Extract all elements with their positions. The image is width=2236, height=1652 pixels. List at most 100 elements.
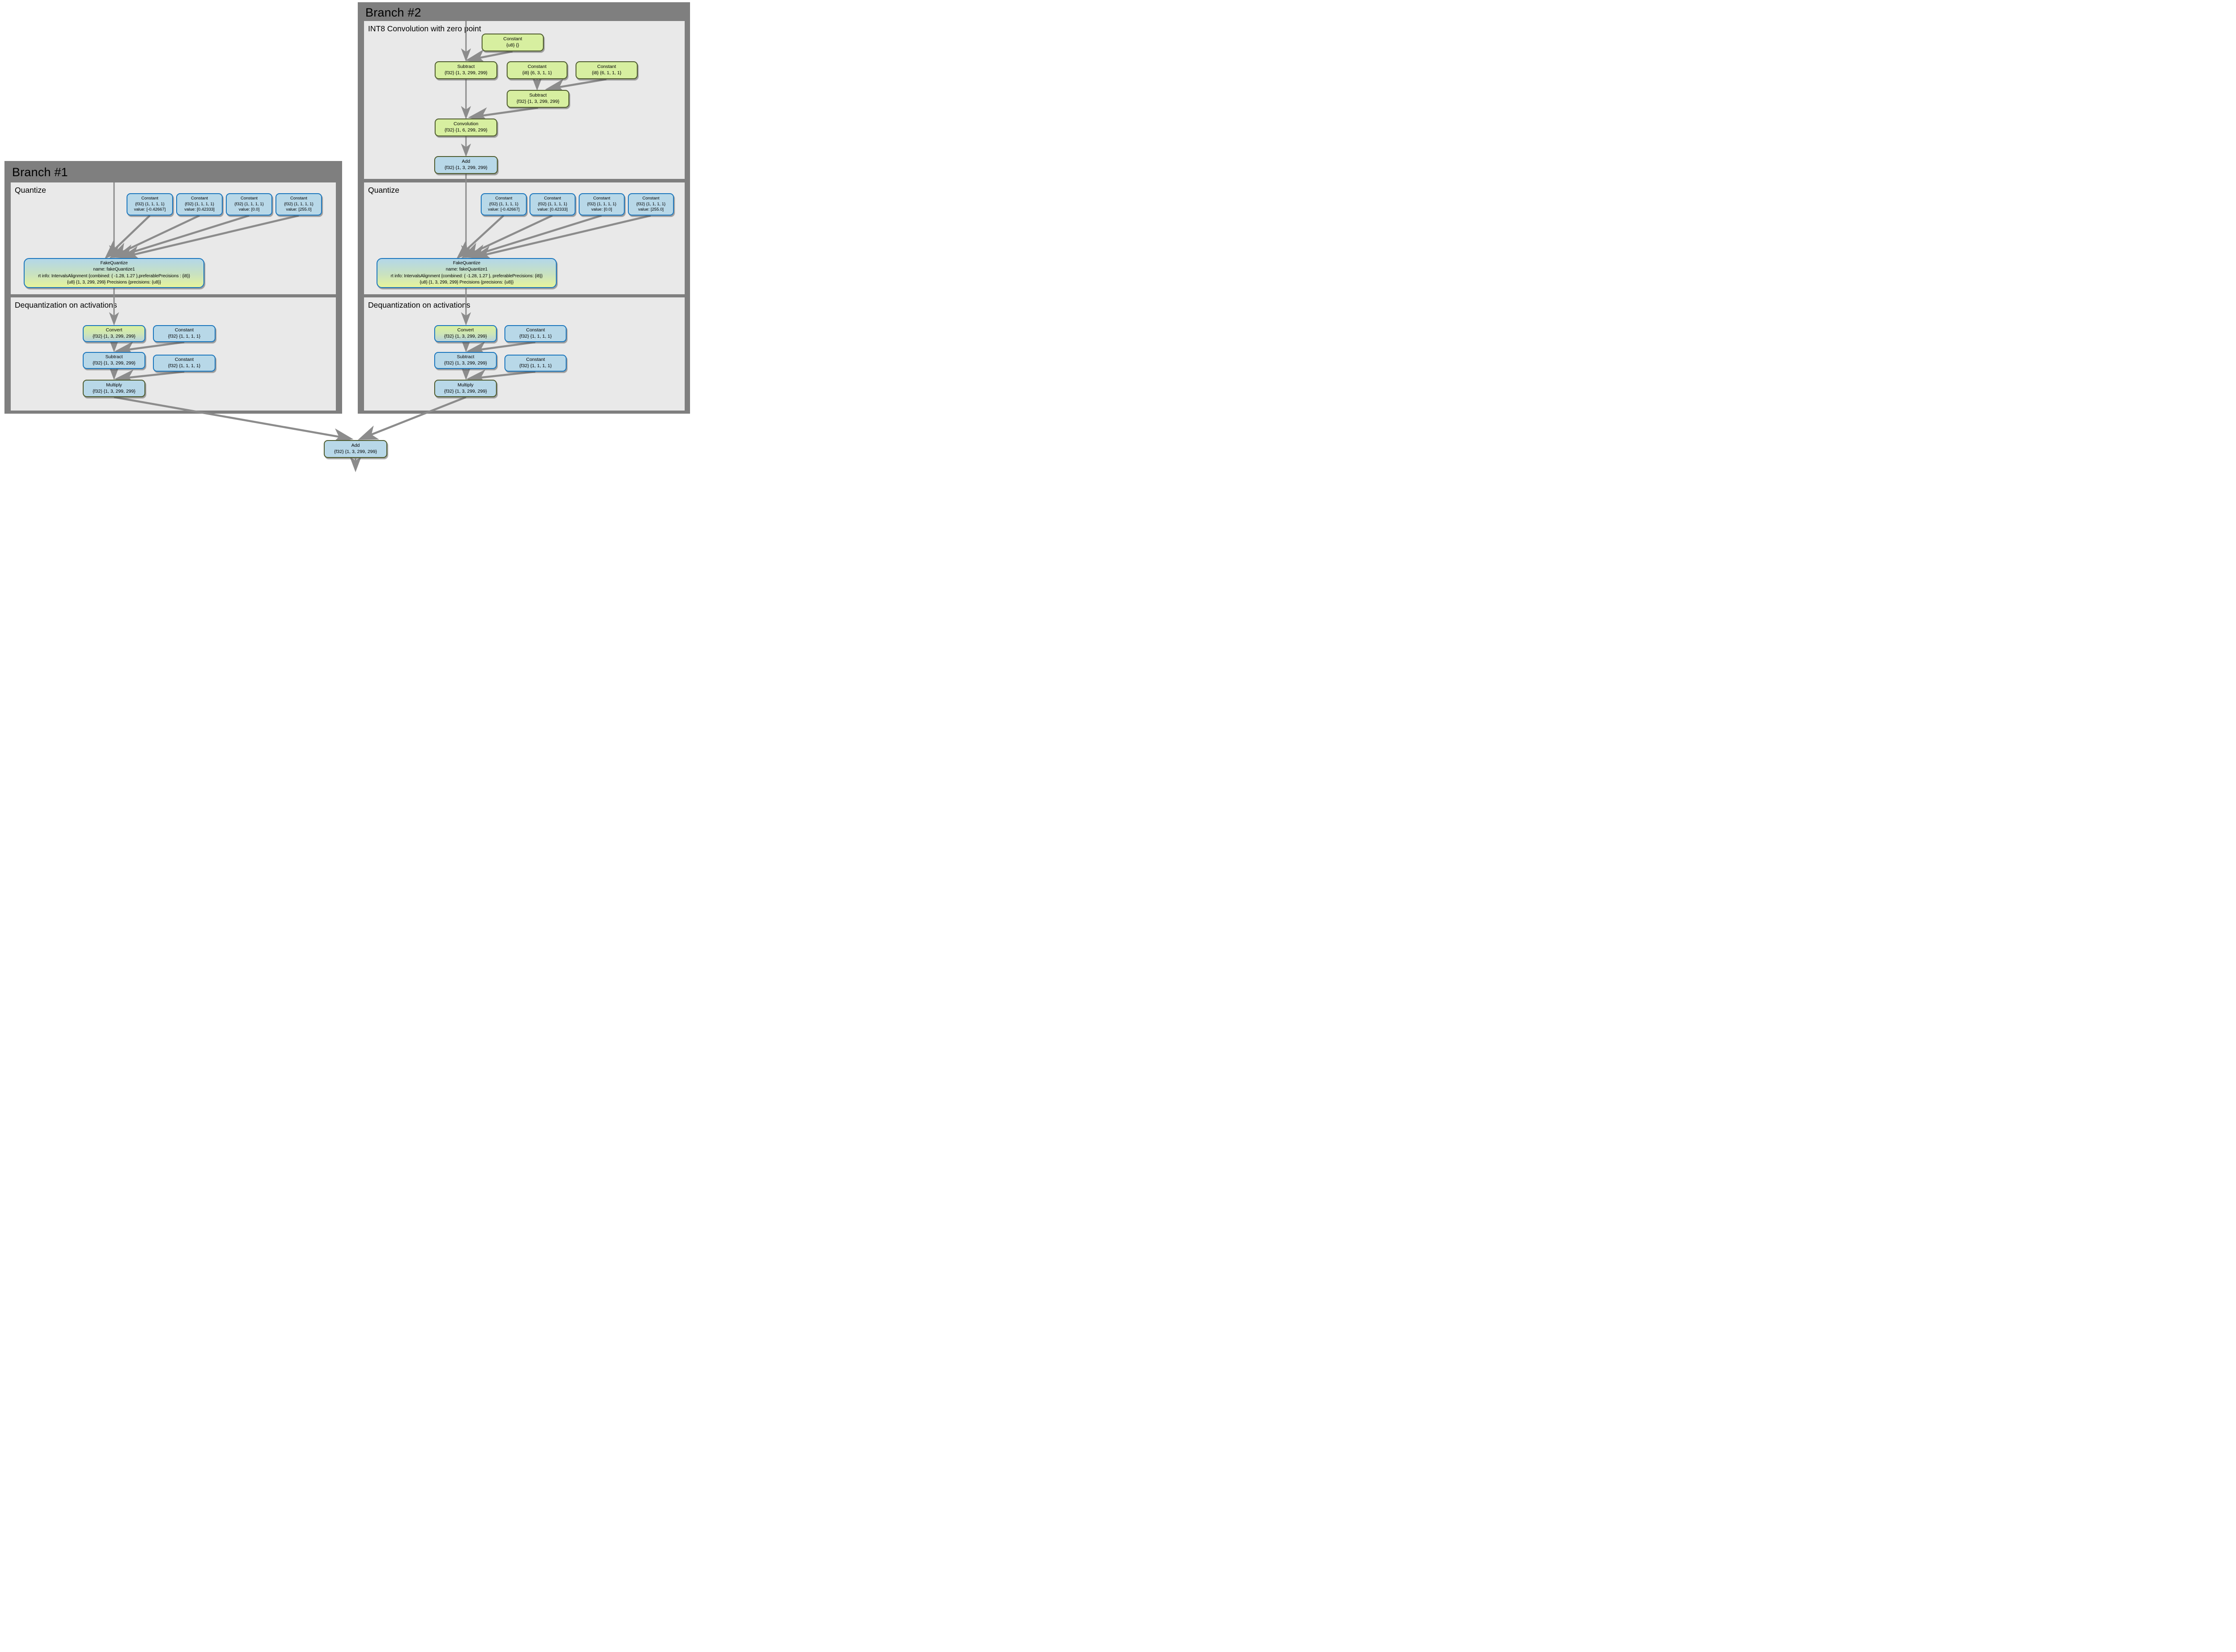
graph-edge: [545, 78, 607, 94]
b1-quantize-label: Quantize: [15, 186, 47, 195]
node-b1-multiply-line-0: Multiply: [106, 382, 122, 388]
node-b2-qconst-3-line-0: Constant: [593, 195, 610, 201]
node-b2-dq-const-2-line-1: {f32} {1, 1, 1, 1}: [519, 363, 552, 369]
node-b1-qconst-2-line-2: value: [0.42333]: [184, 207, 215, 212]
node-b2-dq-const-1: Constant{f32} {1, 1, 1, 1}: [504, 325, 567, 342]
node-b1-multiply-line-1: {f32} {1, 3, 299, 299}: [93, 388, 136, 394]
node-b2-dq-const-1-line-0: Constant: [526, 327, 545, 333]
graph-edge: [468, 106, 538, 123]
node-b1-dq-const-2: Constant{f32} {1, 1, 1, 1}: [153, 355, 216, 372]
node-b1-qconst-4-line-0: Constant: [290, 195, 308, 201]
node-b2-add-line-1: {f32} {1, 3, 299, 299}: [445, 165, 487, 170]
node-b2-add: Add{f32} {1, 3, 299, 299}: [434, 156, 498, 174]
node-b2-const-u8-line-0: Constant: [503, 36, 522, 42]
node-b2-dq-subtract-line-1: {f32} {1, 3, 299, 299}: [444, 360, 487, 366]
graph-edge: [461, 214, 553, 258]
node-b2-const-i8-6111-line-1: {i8} {6, 1, 1, 1}: [592, 70, 622, 76]
node-b1-multiply: Multiply{f32} {1, 3, 299, 299}: [83, 380, 145, 397]
node-b2-const-i8-6111-line-0: Constant: [597, 64, 616, 70]
b1-dequant-section: Dequantization on activations: [11, 297, 336, 411]
node-b1-fakequantize-line-3: {u8} {1, 3, 299, 299} Precisions {precis…: [67, 280, 161, 285]
node-b2-convert: Convert{f32} {1, 3, 299, 299}: [434, 325, 497, 342]
node-b2-subtract-2-line-0: Subtract: [529, 93, 547, 98]
node-b1-dq-subtract: Subtract{f32} {1, 3, 299, 299}: [83, 352, 145, 369]
b2-int8-label: INT8 Convolution with zero point: [368, 24, 481, 33]
node-b2-qconst-2: Constant{f32} {1, 1, 1, 1}value: [0.4233…: [529, 193, 576, 216]
node-b1-qconst-2-line-0: Constant: [191, 195, 208, 201]
graph-edge: [104, 215, 151, 259]
node-b2-fakequantize-line-1: name: fakeQuantize1: [445, 267, 488, 272]
node-b1-fakequantize-line-2: rt info: IntervalsAlignment {combined: {…: [38, 273, 190, 279]
node-b2-qconst-2-line-0: Constant: [544, 195, 561, 201]
node-b1-convert-line-0: Convert: [106, 327, 123, 333]
graph-edge: [114, 396, 354, 444]
graph-edge: [119, 214, 299, 261]
node-b2-multiply-line-1: {f32} {1, 3, 299, 299}: [444, 388, 487, 394]
node-b1-qconst-3: Constant{f32} {1, 1, 1, 1}value: [0.0]: [226, 193, 272, 216]
node-b1-convert: Convert{f32} {1, 3, 299, 299}: [83, 325, 145, 342]
node-b2-convolution-line-1: {f32} {1, 6, 299, 299}: [445, 127, 487, 133]
node-b2-subtract-1-line-1: {f32} {1, 3, 299, 299}: [445, 70, 487, 76]
node-b2-convolution-line-0: Convolution: [453, 121, 479, 127]
node-final-add: Add{f32} {1, 3, 299, 299}: [324, 440, 387, 458]
node-b1-qconst-1-line-2: value: [-0.42667]: [134, 207, 166, 212]
node-b2-qconst-1-line-0: Constant: [495, 195, 512, 201]
node-b2-qconst-1: Constant{f32} {1, 1, 1, 1}value: [-0.426…: [481, 193, 527, 216]
node-b2-qconst-4-line-2: value: [255.0]: [638, 207, 664, 212]
node-b1-qconst-2-line-1: {f32} {1, 1, 1, 1}: [185, 201, 214, 207]
node-b2-qconst-3-line-1: {f32} {1, 1, 1, 1}: [587, 201, 617, 207]
node-b2-qconst-4-line-0: Constant: [642, 195, 660, 201]
node-b2-qconst-1-line-1: {f32} {1, 1, 1, 1}: [489, 201, 519, 207]
node-b1-dq-const-2-line-0: Constant: [174, 357, 194, 363]
node-b2-fakequantize-line-2: rt info: IntervalsAlignment {combined: {…: [390, 273, 543, 279]
branch-2-title: Branch #2: [365, 6, 421, 19]
node-b1-fakequantize-line-0: FakeQuantize: [100, 260, 128, 266]
node-final-add-line-1: {f32} {1, 3, 299, 299}: [334, 449, 377, 454]
graph-edge: [114, 341, 185, 356]
graph-edge: [466, 214, 602, 259]
node-b2-qconst-3-line-2: value: [0.0]: [591, 207, 612, 212]
node-b2-qconst-2-line-2: value: [0.42333]: [537, 207, 568, 212]
node-b2-dq-subtract: Subtract{f32} {1, 3, 299, 299}: [434, 352, 497, 369]
node-b2-qconst-3: Constant{f32} {1, 1, 1, 1}value: [0.0]: [579, 193, 625, 216]
node-b1-qconst-4-line-2: value: [255.0]: [286, 207, 312, 212]
node-b2-fakequantize-line-0: FakeQuantize: [453, 260, 481, 266]
graph-edge: [466, 369, 536, 385]
node-b2-qconst-4: Constant{f32} {1, 1, 1, 1}value: [255.0]: [628, 193, 674, 216]
node-b1-qconst-1-line-0: Constant: [141, 195, 159, 201]
node-b1-qconst-1-line-1: {f32} {1, 1, 1, 1}: [135, 201, 165, 207]
node-b2-const-i8-6111: Constant{i8} {6, 1, 1, 1}: [576, 61, 638, 79]
graph-edge: [114, 369, 185, 385]
node-b1-qconst-3-line-0: Constant: [240, 195, 258, 201]
node-final-add-line-0: Add: [351, 443, 360, 449]
node-b2-dq-const-1-line-1: {f32} {1, 1, 1, 1}: [519, 334, 552, 339]
b1-dequant-label: Dequantization on activations: [15, 301, 117, 309]
node-b2-const-u8-line-1: {u8} {}: [506, 42, 519, 48]
graph-edges-layer: [104, 21, 651, 472]
node-b2-qconst-4-line-1: {f32} {1, 1, 1, 1}: [636, 201, 666, 207]
node-b1-dq-subtract-line-0: Subtract: [105, 354, 123, 360]
node-b1-qconst-3-line-2: value: [0.0]: [238, 207, 260, 212]
node-b2-subtract-1: Subtract{f32} {1, 3, 299, 299}: [435, 61, 497, 79]
graph-edge: [465, 49, 513, 64]
node-b1-dq-const-1-line-1: {f32} {1, 1, 1, 1}: [168, 334, 201, 339]
node-b2-dq-const-2: Constant{f32} {1, 1, 1, 1}: [504, 355, 567, 372]
node-b2-const-i8-6311-line-0: Constant: [527, 64, 547, 70]
node-b2-dq-const-2-line-0: Constant: [526, 357, 545, 363]
graph-edge: [358, 396, 466, 440]
node-b2-fakequantize-line-3: {u8} {1, 3, 299, 299} Precisions {precis…: [419, 280, 514, 285]
b2-quantize-label: Quantize: [368, 186, 400, 195]
node-b2-add-line-0: Add: [462, 159, 470, 165]
node-b2-convolution: Convolution{f32} {1, 6, 299, 299}: [435, 119, 497, 136]
node-b2-subtract-1-line-0: Subtract: [457, 64, 475, 70]
node-b2-const-i8-6311: Constant{i8} {6, 3, 1, 1}: [507, 61, 567, 79]
node-b1-convert-line-1: {f32} {1, 3, 299, 299}: [93, 334, 136, 339]
node-b1-qconst-4: Constant{f32} {1, 1, 1, 1}value: [255.0]: [275, 193, 322, 216]
node-b2-qconst-1-line-2: value: [-0.42667]: [488, 207, 520, 212]
node-b1-qconst-2: Constant{f32} {1, 1, 1, 1}value: [0.4233…: [176, 193, 223, 216]
graph-edge: [471, 214, 651, 261]
node-b1-dq-const-1-line-0: Constant: [174, 327, 194, 333]
